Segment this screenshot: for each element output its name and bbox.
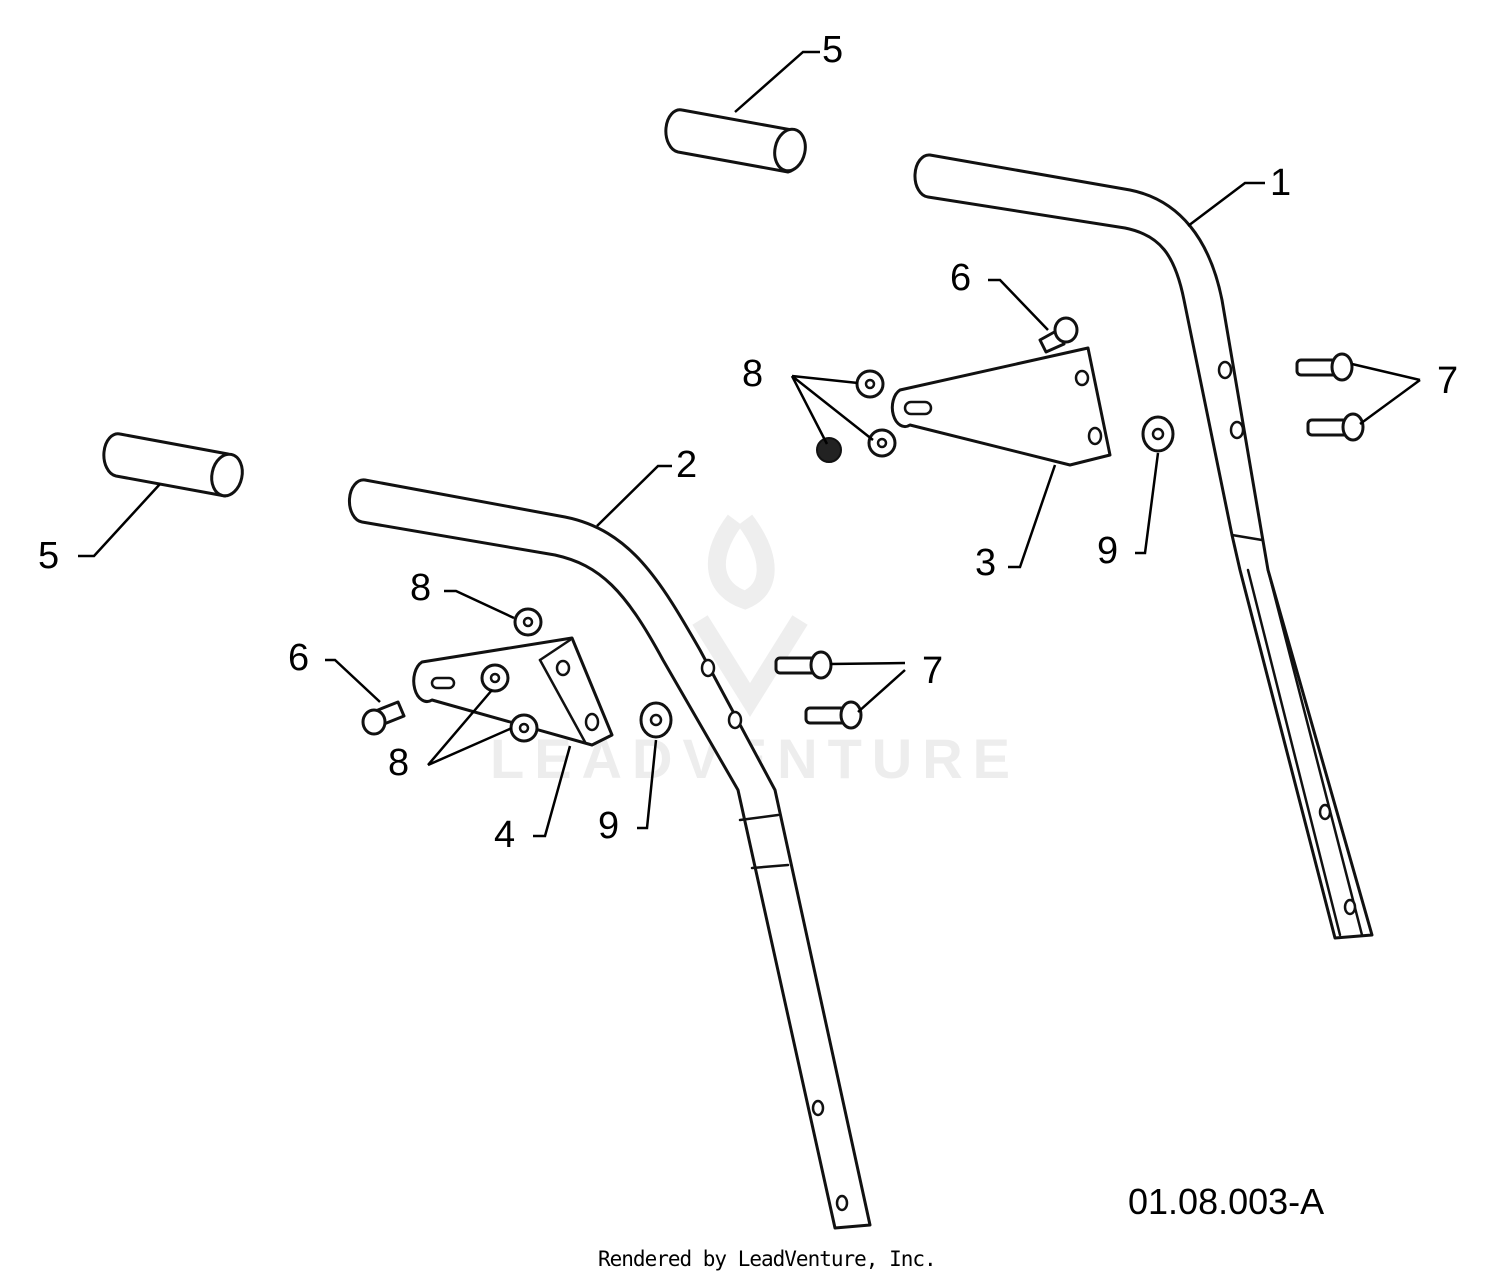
callout-5-left: 5: [38, 535, 59, 577]
part-bolt-left: [361, 700, 406, 736]
part-handle-left: [347, 478, 872, 1230]
part-washers-9: [639, 415, 1175, 739]
part-grip-top: [664, 108, 807, 174]
part-bracket-left: [412, 636, 614, 747]
callout-9-right: 9: [1097, 530, 1118, 572]
part-grip-left: [102, 432, 244, 498]
callout-8-mid: 8: [410, 567, 431, 609]
callout-2: 2: [676, 444, 697, 486]
callout-6-left: 6: [288, 637, 309, 679]
part-handle-right: [913, 153, 1374, 940]
callout-7-left: 7: [922, 650, 943, 692]
callout-9-left: 9: [598, 805, 619, 847]
part-nuts-8: [480, 369, 897, 743]
callout-3: 3: [975, 542, 996, 584]
credit-text: Rendered by LeadVenture, Inc.: [598, 1247, 936, 1271]
callout-8-left: 8: [388, 742, 409, 784]
callout-6-right: 6: [950, 257, 971, 299]
part-bracket-right: [890, 346, 1112, 467]
callout-7-right: 7: [1437, 360, 1458, 402]
callout-1: 1: [1270, 162, 1291, 204]
diagram-code: 01.08.003-A: [1128, 1181, 1324, 1222]
callout-4: 4: [494, 814, 515, 856]
callout-5-top: 5: [822, 29, 843, 71]
part-bolts-7-left: [774, 650, 863, 730]
callout-8-right: 8: [742, 353, 763, 395]
part-bolt-right: [1038, 316, 1079, 354]
part-bolts-7-right: [1295, 352, 1365, 442]
leader-lines: [78, 50, 1421, 838]
callouts: 5 1 6 8 7 3 9 2 5 8 6 7 8 4 9: [38, 29, 1458, 856]
